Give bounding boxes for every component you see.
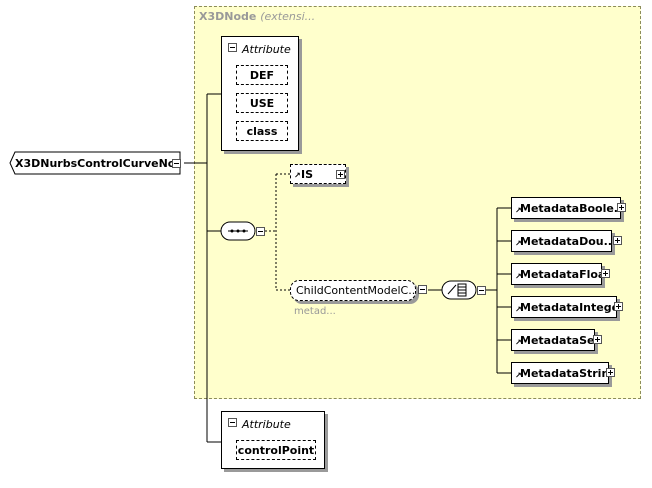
is-expand-icon[interactable] [336, 170, 345, 179]
metadata-integer-expand-icon[interactable] [614, 302, 623, 311]
attribute-def[interactable]: DEF [236, 65, 288, 85]
extension-suffix: (extensi... [260, 10, 316, 23]
extension-name: X3DNode [199, 10, 257, 23]
sequence-collapse-icon[interactable] [256, 227, 265, 236]
reference-arrow-icon: ↗ [515, 338, 522, 347]
attribute-use[interactable]: USE [236, 93, 288, 113]
attribute-collapse-icon[interactable] [228, 43, 237, 52]
metadata-double-expand-icon[interactable] [613, 236, 622, 245]
reference-arrow-icon: ↗ [515, 371, 522, 380]
metadata-set-element[interactable]: MetadataSet ↗ [511, 329, 595, 351]
attribute-control-point[interactable]: controlPoint [236, 440, 316, 460]
attribute-group-1: Attribute DEF USE class [221, 36, 299, 151]
reference-arrow-icon: ↗ [515, 206, 522, 215]
attribute-class[interactable]: class [236, 121, 288, 141]
metadata-boolean-element[interactable]: MetadataBoole... ↗ [511, 197, 621, 219]
reference-arrow-icon: ↗ [294, 171, 301, 180]
metadata-set-expand-icon[interactable] [593, 335, 602, 344]
metadata-string-expand-icon[interactable] [606, 368, 615, 377]
root-label: X3DNurbsControlCurveNode [15, 156, 174, 170]
child-group-sublabel: metad... [294, 306, 336, 317]
reference-arrow-icon: ↗ [515, 272, 522, 281]
attribute-group-title: Attribute [242, 43, 291, 56]
metadata-boolean-expand-icon[interactable] [617, 203, 626, 212]
metadata-float-expand-icon[interactable] [601, 269, 610, 278]
metadata-string-element[interactable]: MetadataString ↗ [511, 362, 609, 384]
attribute-group-2: Attribute controlPoint [221, 411, 325, 469]
metadata-integer-element[interactable]: MetadataInteger ↗ [511, 296, 617, 318]
attribute-collapse-icon[interactable] [228, 418, 237, 427]
extension-label: X3DNode (extensi... [199, 10, 315, 23]
choice-collapse-icon[interactable] [477, 286, 486, 295]
metadata-float-element[interactable]: MetadataFloat ↗ [511, 263, 602, 285]
child-content-model-group[interactable]: ChildContentModelC... [290, 280, 416, 301]
is-element[interactable]: IS ↗ [290, 164, 346, 184]
root-collapse-icon[interactable] [172, 159, 181, 168]
reference-arrow-icon: ↗ [515, 305, 522, 314]
child-group-collapse-icon[interactable] [418, 285, 427, 294]
metadata-double-element[interactable]: MetadataDou... ↗ [511, 230, 612, 252]
reference-arrow-icon: ↗ [515, 239, 522, 248]
attribute-group-title: Attribute [242, 418, 291, 431]
